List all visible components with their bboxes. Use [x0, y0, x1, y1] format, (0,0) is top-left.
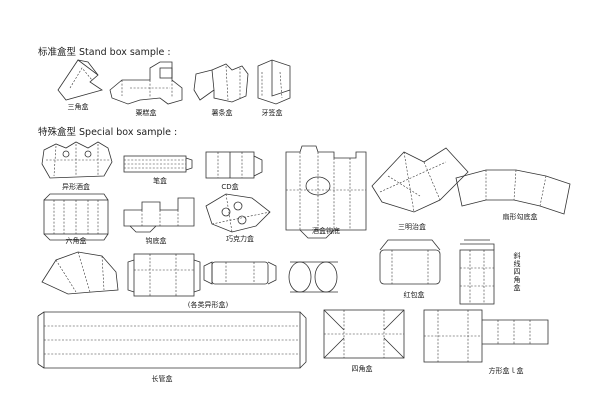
capsule-box-dieline: [203, 261, 277, 285]
fan-box-dieline: [455, 169, 571, 215]
sandwich-box-label: 三明治盒: [398, 223, 426, 231]
diagonal-box-label: 斜线四角盒: [513, 252, 521, 292]
hook-bottom-box-dieline: [123, 197, 195, 233]
pen-box-label: 笔盒: [153, 177, 167, 185]
four-corner-box-dieline: [323, 309, 405, 359]
diagonal-box-dieline: [459, 239, 495, 305]
red-packet-box-label: 红包盒: [403, 291, 425, 299]
cylinder-box-dieline: [288, 261, 338, 293]
pen-box-dieline: [123, 155, 193, 173]
four-corner-box-label: 四角盒: [351, 365, 373, 373]
wine-hook-box-dieline: [285, 145, 367, 239]
triangle-box-label: 三角盒: [67, 103, 89, 111]
various-odd-box-label: (各类异形盒): [187, 301, 229, 309]
various-odd-box-dieline: [127, 253, 201, 297]
hook-bottom-box-label: 钩底盒: [145, 237, 167, 245]
special-box-heading: 特殊盒型 Special box sample :: [38, 127, 178, 138]
fries-box-label: 薯条盒: [211, 109, 233, 117]
fries-box-dieline: [193, 63, 249, 103]
red-packet-box-dieline: [379, 239, 441, 285]
square-box-label: 方形盒ｌ盒: [488, 367, 524, 375]
long-tube-box-label: 长管盒: [151, 375, 173, 383]
sandwich-box-dieline: [371, 147, 469, 213]
toothpick-box-dieline: [257, 59, 291, 105]
chocolate-box-label: 巧克力盒: [226, 235, 254, 243]
odd-wine-box-dieline: [41, 141, 113, 179]
triangle-box-dieline: [57, 59, 103, 101]
wine-hook-box-label: 酒盒钩底: [312, 227, 340, 235]
hexagon-box-dieline: [43, 193, 109, 241]
hexagon-box-label: 六角盒: [65, 237, 87, 245]
pastry-box-label: 粟糕盒: [135, 109, 157, 117]
fan-box-label: 扇形勾底盒: [502, 213, 538, 221]
stand-box-heading: 标准盒型 Stand box sample :: [38, 47, 171, 58]
quarter-fan-box-dieline: [41, 251, 119, 295]
odd-wine-box-label: 异形酒盒: [62, 183, 90, 191]
pastry-box-dieline: [109, 61, 183, 105]
cd-box-label: CD盒: [221, 183, 239, 191]
toothpick-box-label: 牙签盒: [261, 109, 283, 117]
cd-box-dieline: [205, 151, 263, 179]
chocolate-box-dieline: [205, 193, 271, 233]
square-box-dieline: [423, 309, 549, 363]
long-tube-box-dieline: [37, 311, 307, 369]
